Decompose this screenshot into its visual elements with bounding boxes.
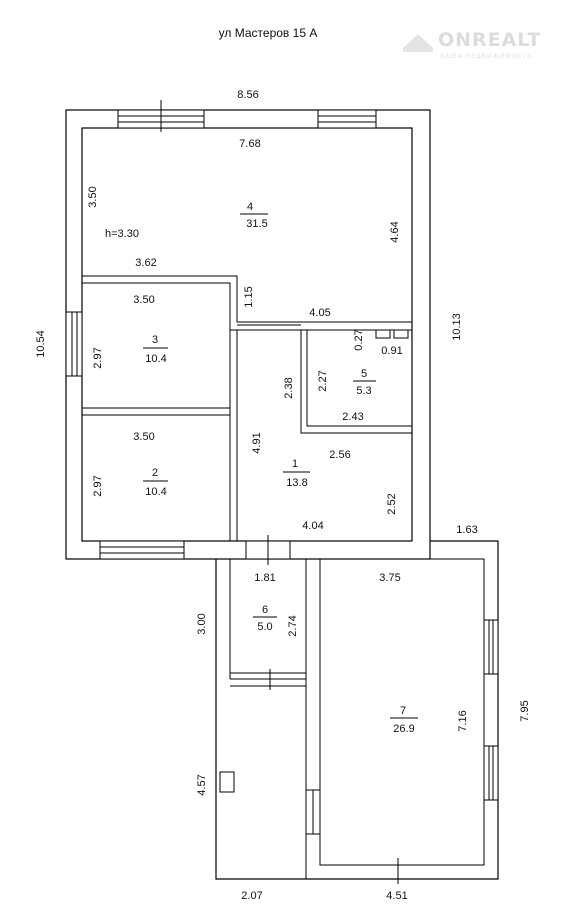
dim-room1-upper-width: 2.56 (329, 449, 350, 461)
dim-room5-height: 2.27 (317, 370, 329, 391)
room-5-area: 5.3 (356, 385, 371, 397)
dim-room3-width: 3.50 (133, 294, 154, 306)
dim-room6-height: 2.74 (287, 615, 299, 636)
dim-room1-right-height: 2.52 (386, 493, 398, 514)
dim-room1-height: 4.91 (251, 432, 263, 453)
room-6-label: 6 5.0 (253, 604, 277, 633)
main-walls (65, 109, 431, 560)
room-5-number: 5 (361, 368, 367, 380)
dim-room6-width: 1.81 (254, 572, 275, 584)
room-7-label: 7 26.9 (390, 705, 418, 735)
watermark: ONREALT ВАША НЕДВИЖИМОСТЬ (403, 29, 541, 60)
dim-ext-offset: 1.63 (456, 524, 477, 536)
room-6-area: 5.0 (257, 621, 272, 633)
room-1-label: 1 13.8 (283, 458, 310, 489)
room-7-area: 26.9 (393, 723, 414, 735)
room-7-number: 7 (400, 705, 406, 717)
dim-left-height: 10.54 (35, 330, 47, 358)
dim-top-width: 8.56 (237, 89, 258, 101)
dim-room7-width: 3.75 (379, 572, 400, 584)
dim-fixture-height: 0.27 (353, 329, 365, 350)
dim-room2-width: 3.50 (133, 431, 154, 443)
dim-fixture-width: 0.91 (381, 345, 402, 357)
dim-step-height: 1.15 (243, 286, 255, 307)
dim-room5-width: 2.43 (342, 411, 363, 423)
dim-room4-right-width: 4.05 (309, 307, 330, 319)
windows-main (65, 100, 377, 565)
dim-room4-width: 7.68 (239, 138, 260, 150)
room-4-number: 4 (247, 201, 253, 213)
dim-room4-left-height: 3.50 (87, 186, 99, 207)
dimension-labels: 8.56 7.68 3.62 4.05 3.50 0.91 2.43 3.50 … (35, 89, 531, 902)
room-1-number: 1 (292, 458, 298, 470)
dim-room4-right-height: 4.64 (389, 221, 401, 242)
room-2-label: 2 10.4 (143, 467, 168, 498)
dim-room3-height: 2.97 (92, 347, 104, 368)
dim-room7-outer-width: 4.51 (386, 890, 407, 902)
room-4-area: 31.5 (246, 218, 267, 230)
room-3-label: 3 10.4 (143, 334, 168, 365)
windows-extension (397, 619, 499, 884)
watermark-brand: ONREALT (438, 29, 541, 51)
dim-room1-upper-height: 2.38 (283, 377, 295, 398)
dim-right-height: 10.13 (451, 313, 463, 341)
room-4-label: 4 31.5 (240, 201, 268, 230)
dim-room4-lower-width: 3.62 (135, 257, 156, 269)
room-2-area: 10.4 (145, 486, 166, 498)
room-5-label: 5 5.3 (353, 368, 376, 397)
address-title: ул Мастеров 15 А (219, 26, 318, 40)
dim-room2-height: 2.97 (92, 475, 104, 496)
dim-room7-height: 7.16 (457, 710, 469, 731)
dim-storage-height: 4.57 (196, 774, 208, 795)
dim-room6-outer-height: 3.00 (196, 613, 208, 634)
room-2-number: 2 (152, 467, 158, 479)
room-3-area: 10.4 (145, 353, 166, 365)
extension-walls (215, 540, 499, 880)
room-6-number: 6 (262, 604, 268, 616)
room-1-area: 13.8 (286, 477, 307, 489)
dim-storage-width: 2.07 (241, 890, 262, 902)
dim-ext-height: 7.95 (519, 700, 531, 721)
dim-room1-width: 4.04 (302, 520, 323, 532)
house-logo-icon (403, 34, 433, 52)
room-3-number: 3 (152, 334, 158, 346)
watermark-tagline: ВАША НЕДВИЖИМОСТЬ (440, 53, 532, 60)
ceiling-height-label: h=3.30 (105, 228, 139, 240)
